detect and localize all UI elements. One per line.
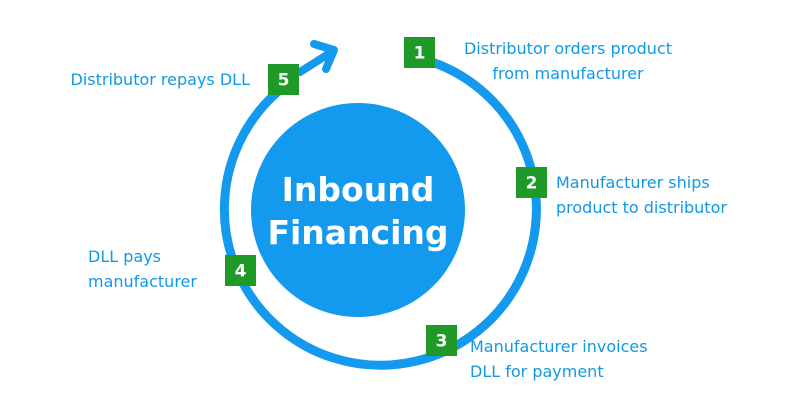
step-3-label-line1: Manufacturer invoices — [470, 337, 648, 356]
step-1-label-line1: Distributor orders product — [464, 39, 672, 58]
cycle-ring — [219, 57, 541, 370]
step-3-label-line2: DLL for payment — [470, 362, 604, 381]
step-1-label-line2: from manufacturer — [492, 64, 644, 83]
step-5-label-line1: Distributor repays DLL — [71, 70, 251, 89]
step-3-number: 3 — [436, 332, 448, 352]
step-2-badge — [516, 167, 547, 198]
step-4-label-line1: DLL pays — [88, 247, 161, 266]
step-4: 4 DLL pays manufacturer — [88, 247, 256, 291]
center-title-line1: Inbound — [282, 170, 435, 209]
step-4-badge — [225, 255, 256, 286]
step-1: 1 Distributor orders product from manufa… — [404, 37, 672, 83]
step-5-number: 5 — [278, 71, 290, 91]
step-2-label-line1: Manufacturer ships — [556, 173, 710, 192]
step-2-number: 2 — [526, 174, 538, 194]
cycle-arrow — [296, 40, 338, 76]
step-3-badge — [426, 325, 457, 356]
center-title-line2: Financing — [267, 213, 448, 252]
step-3: 3 Manufacturer invoices DLL for payment — [426, 325, 648, 381]
step-2-label-line2: product to distributor — [556, 198, 727, 217]
step-4-label-line2: manufacturer — [88, 272, 197, 291]
center-circle — [251, 103, 465, 317]
step-2: 2 Manufacturer ships product to distribu… — [516, 167, 727, 217]
step-1-number: 1 — [414, 44, 426, 64]
step-1-badge — [404, 37, 435, 68]
step-5: 5 Distributor repays DLL — [71, 64, 299, 95]
step-4-number: 4 — [235, 262, 247, 282]
step-5-badge — [268, 64, 299, 95]
